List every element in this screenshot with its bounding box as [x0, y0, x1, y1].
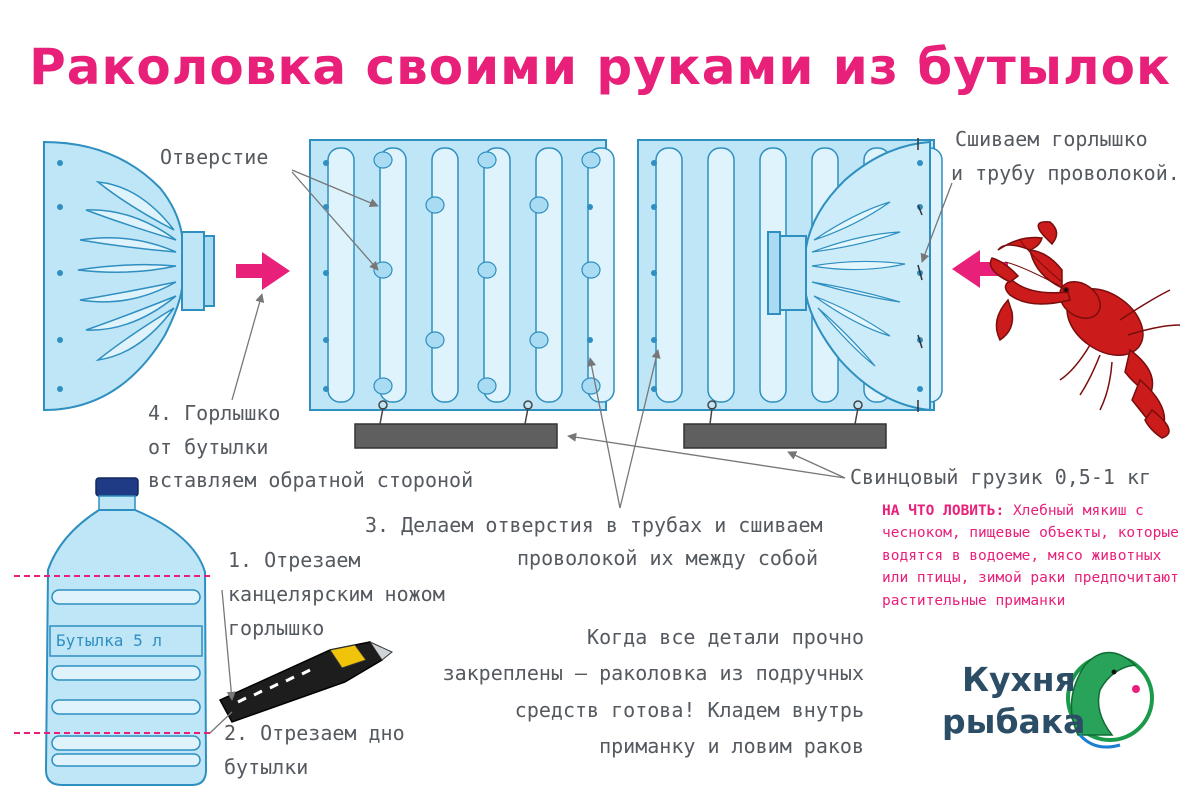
pointer-lines — [209, 169, 953, 734]
label-cut-bottom-2: бутылки — [224, 755, 309, 779]
label-stitch-1: Сшиваем горлышко — [955, 127, 1148, 151]
bottle-tube-middle — [309, 139, 615, 411]
final-note-4: приманку и ловим раков — [599, 734, 864, 758]
water-bottle-icon — [14, 477, 210, 786]
label-holes-2: проволокой их между собой — [517, 546, 819, 570]
final-note-3: средств готова! Кладем внутрь — [514, 698, 864, 722]
final-note-1: Когда все детали прочно — [587, 625, 864, 649]
label-holes-1: 3. Делаем отверстия в трубах и сшиваем — [365, 513, 823, 537]
label-neck-2: от бутылки — [148, 435, 269, 459]
bait-note-text: Хлебный мякиш с чесноком, пищевые объект… — [882, 503, 1179, 609]
brand-line-1: Кухня — [962, 660, 1076, 699]
label-neck-1: 4. Горлышко — [148, 401, 281, 425]
crayfish-icon — [989, 221, 1181, 439]
arrow-right-icon — [236, 252, 290, 290]
inverted-neck-piece — [767, 138, 931, 412]
label-cut-bottom-1: 2. Отрезаем дно — [224, 721, 405, 745]
label-hole: Отверстие — [160, 145, 269, 169]
final-note-2: закреплены — раколовка из подручных — [442, 661, 864, 685]
brand-line-2: рыбака — [942, 702, 1086, 741]
label-cut-neck-3: горлышко — [228, 616, 325, 640]
fish-logo-icon — [1066, 651, 1154, 749]
label-cut-neck-1: 1. Отрезаем — [228, 548, 361, 572]
utility-knife-icon — [218, 640, 393, 723]
lead-weight-left — [354, 400, 558, 449]
lead-weight-right — [683, 400, 887, 449]
label-cut-neck-2: канцелярским ножом — [228, 582, 445, 606]
bottle-neck-piece — [43, 140, 215, 412]
label-sinker: Свинцовый грузик 0,5-1 кг — [850, 465, 1152, 489]
label-stitch-2: и трубу проволокой. — [951, 161, 1180, 185]
bait-note-heading: НА ЧТО ЛОВИТЬ: — [882, 503, 1005, 519]
page-title: Раколовка своими руками из бутылок — [29, 38, 1171, 96]
bait-note: НА ЧТО ЛОВИТЬ: Хлебный мякиш с чесноком,… — [882, 500, 1192, 612]
bottle-label: Бутылка 5 л — [56, 631, 162, 650]
label-neck-3: вставляем обратной стороной — [148, 468, 474, 492]
